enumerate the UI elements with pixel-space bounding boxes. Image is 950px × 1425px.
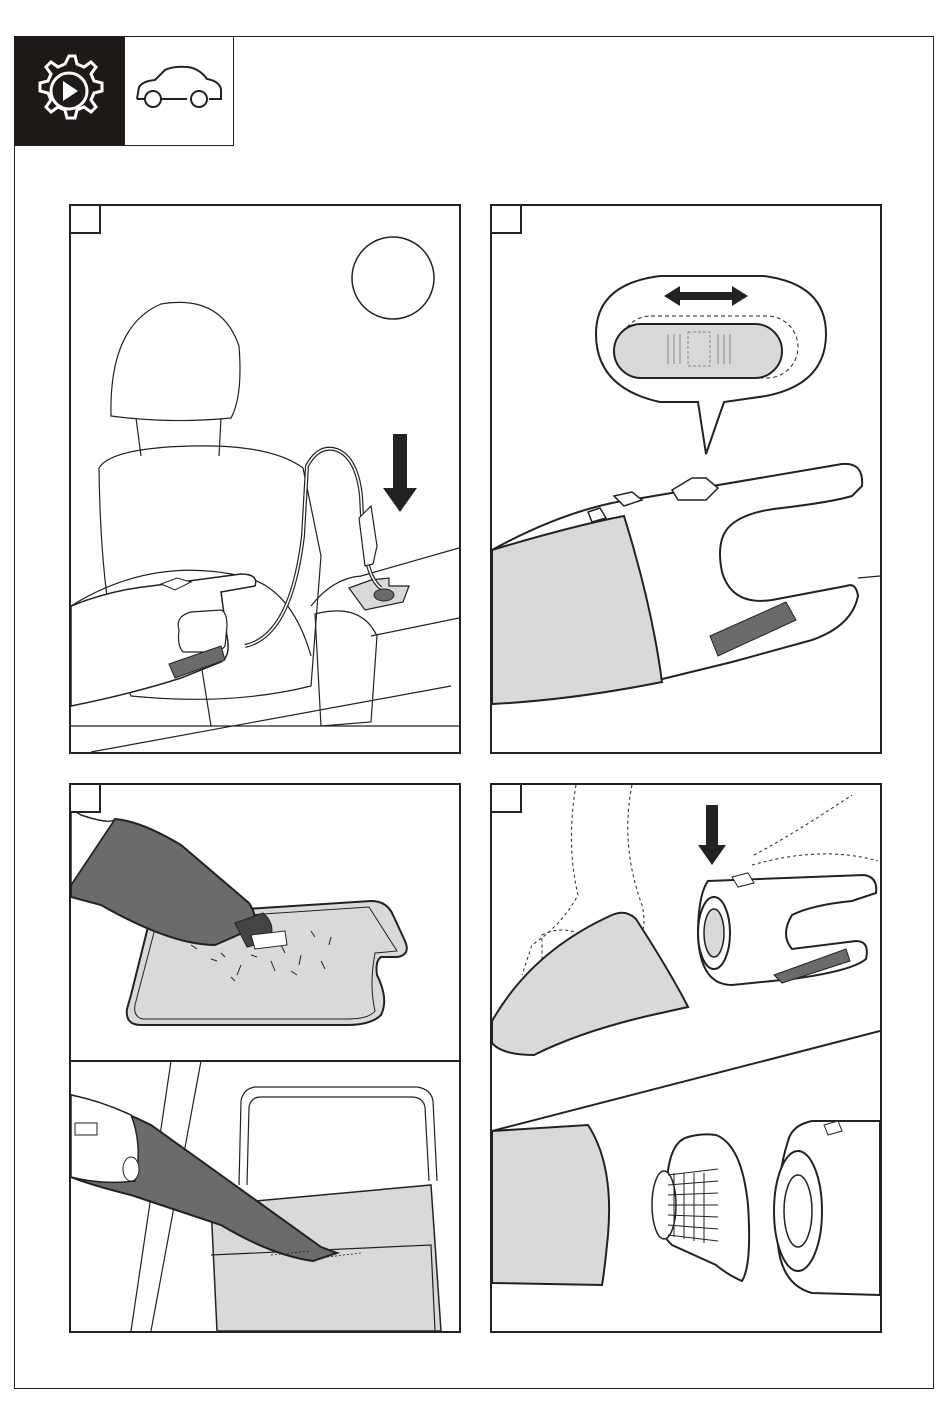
power-switch-slide-illustration (492, 206, 880, 752)
step-box-2 (490, 204, 522, 234)
panel-3 (69, 783, 461, 1333)
panel-1 (69, 204, 461, 754)
vacuum-floor-mat-and-seat-illustration (71, 785, 459, 1331)
car-icon (124, 36, 234, 146)
panel-2 (490, 204, 882, 754)
step-box-4 (490, 783, 522, 813)
car-seat-charger-illustration (71, 206, 459, 752)
step-box-1 (69, 204, 101, 234)
step-box-3 (69, 783, 101, 813)
empty-dust-container-illustration (492, 785, 880, 1331)
panel-4 (490, 783, 882, 1333)
gear-play-icon (14, 36, 124, 146)
